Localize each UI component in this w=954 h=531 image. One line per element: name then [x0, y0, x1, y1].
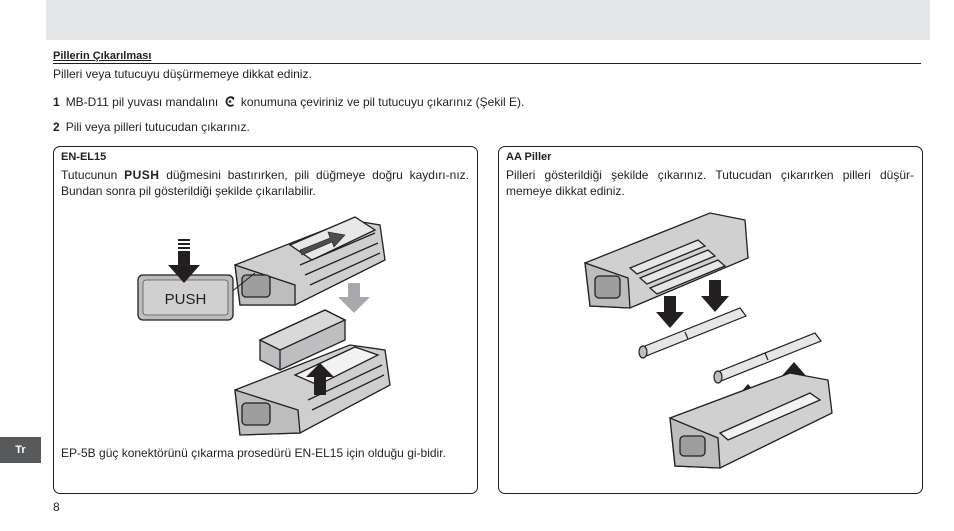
step-text: Pili veya pilleri tutucudan çıkarınız. [65, 120, 250, 134]
box-title: AA Piller [506, 151, 552, 163]
push-term: PUSH [124, 168, 160, 182]
step-number: 2 [53, 120, 60, 134]
unlock-icon [224, 95, 236, 112]
language-tab: Tr [0, 437, 41, 463]
box-text-b: düğmesini bastırırken, pili düğmeye doğr… [61, 168, 469, 198]
step-text-after: konumuna çeviriniz ve pil tutucuyu çıkar… [240, 95, 525, 109]
step-number: 1 [53, 95, 60, 109]
aa-illustration [584, 212, 833, 469]
step-1: 1 MB-D11 pil yuvası mandalını konumuna çe… [53, 94, 524, 112]
aa-battery-illustration [638, 307, 747, 359]
push-down-arrow-icon [168, 239, 200, 283]
holder-upper-illustration [234, 216, 386, 306]
section-title: Pillerin Çıkarılması [53, 50, 152, 62]
intro-text: Pilleri veya tutucuyu düşürmemeye dikkat… [53, 67, 312, 81]
aa-holder-upper-illustration [584, 212, 749, 309]
down-arrow-icon [656, 280, 729, 328]
box-text: Tutucunun PUSH düğmesini bastırırken, pi… [61, 167, 469, 199]
box-text-a: Tutucunun [61, 168, 118, 182]
header-band [46, 0, 930, 40]
en-el15-illustration: PUSH [137, 216, 391, 436]
battery-illustration [258, 309, 347, 371]
box-text: Pilleri gösterildiği şekilde çıkarınız. … [506, 168, 914, 198]
title-rule [53, 63, 921, 64]
holder-lower-illustration [234, 344, 391, 436]
step-text-before: MB-D11 pil yuvası mandalını [65, 95, 219, 109]
push-button-label: PUSH [165, 291, 207, 308]
step-2: 2 Pili veya pilleri tutucudan çıkarınız. [53, 119, 250, 135]
box-title: EN-EL15 [61, 151, 107, 163]
down-arrow-icon [338, 283, 370, 313]
slide-arrow-icon [299, 231, 346, 256]
aa-holder-lower-illustration [669, 372, 833, 469]
page-number: 8 [53, 500, 60, 514]
en-el15-box: EN-EL15 Tutucunun PUSH düğmesini bastırı… [53, 146, 478, 494]
aa-battery-illustration [713, 332, 822, 384]
box-note: EP-5B güç konektörünü çıkarma prosedürü … [61, 446, 446, 460]
up-arrow-icon [306, 363, 334, 395]
